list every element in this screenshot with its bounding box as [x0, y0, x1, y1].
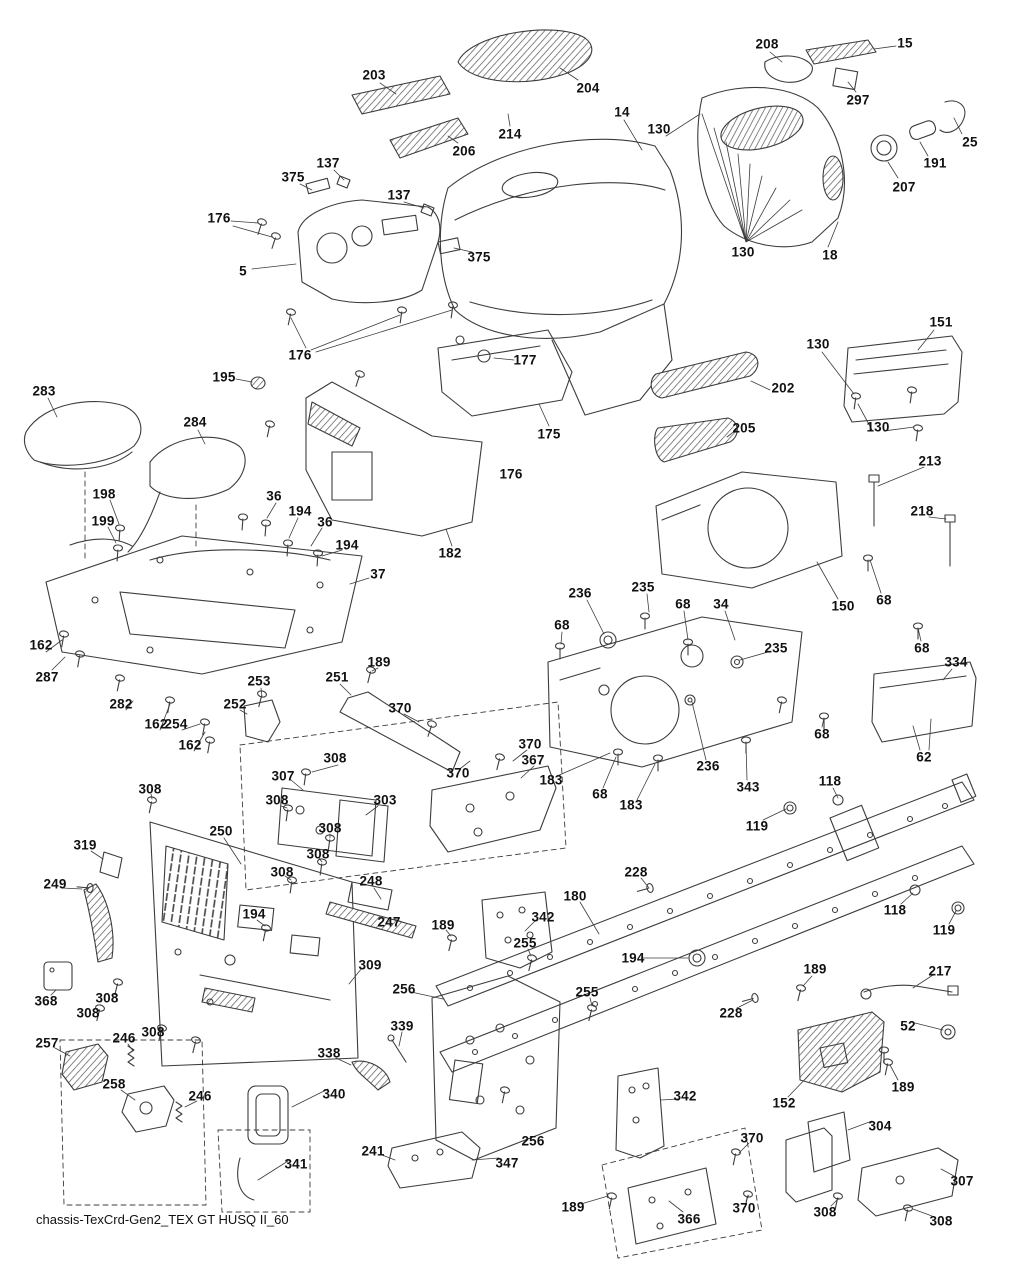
bracket-151-group — [843, 335, 963, 567]
fender-group — [23, 401, 246, 553]
right-side-panel-group — [697, 39, 966, 248]
bracket-175-group — [437, 329, 573, 417]
grille-trim-group — [250, 29, 593, 390]
bottom-left-latch-group — [61, 1034, 407, 1201]
frame-plate-34-group — [547, 616, 803, 768]
leader-lines — [45, 45, 963, 1217]
bracket-334-group — [871, 661, 977, 743]
bottom-right-brackets-group — [785, 984, 959, 1217]
fasteners-group — [56, 217, 924, 1223]
dash-panel-group — [297, 199, 441, 304]
diagram-footer-code: chassis-TexCrd-Gen2_TEX GT HUSQ II_60 — [36, 1212, 289, 1227]
bracket-303-group — [243, 691, 557, 939]
chassis-pan-group — [45, 535, 363, 675]
plate-150-group — [655, 471, 843, 589]
dashed-construction-lines — [59, 471, 763, 1259]
grille-inserts-group — [650, 351, 759, 463]
side-panel-182-group — [305, 381, 483, 537]
firewall-panel-group — [43, 821, 359, 1067]
bottom-center-brackets-group — [387, 891, 717, 1245]
hood-group — [439, 138, 683, 416]
frame-rails-group — [431, 773, 977, 1161]
